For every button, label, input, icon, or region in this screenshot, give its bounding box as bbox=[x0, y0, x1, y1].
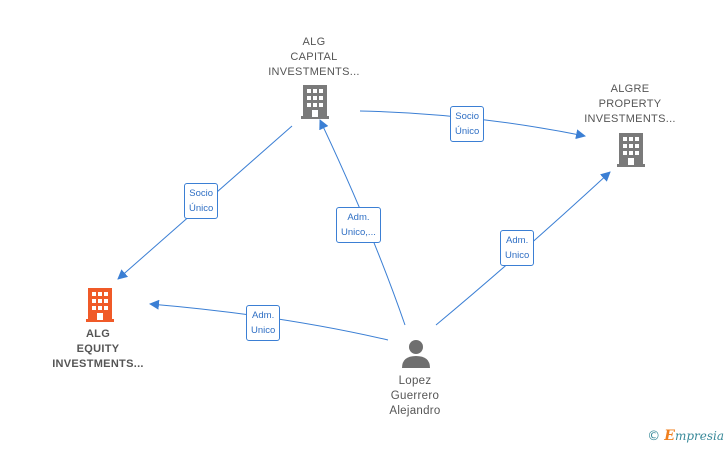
alg-capital-building-icon[interactable] bbox=[301, 85, 329, 119]
edge-label-line: Único bbox=[189, 203, 214, 214]
edge-label-line: Socio bbox=[455, 111, 480, 122]
edge-label-capital-to-property[interactable]: Socio Único bbox=[450, 106, 485, 142]
alg-equity-label[interactable]: ALG EQUITY INVESTMENTS... bbox=[38, 327, 158, 372]
alg-capital-label-line: CAPITAL bbox=[290, 51, 338, 63]
edge-label-line: Único bbox=[455, 126, 480, 137]
algre-property-label-line: PROPERTY bbox=[598, 98, 662, 110]
alg-capital-label[interactable]: ALG CAPITAL INVESTMENTS... bbox=[254, 35, 374, 80]
alg-equity-label-line: EQUITY bbox=[76, 343, 120, 355]
algre-property-label-line: ALGRE bbox=[610, 83, 650, 95]
person-icon[interactable] bbox=[401, 338, 431, 368]
edge-label-capital-to-equity[interactable]: Socio Único bbox=[184, 183, 219, 219]
algre-property-building-icon[interactable] bbox=[617, 133, 645, 167]
alg-equity-label-line: ALG bbox=[85, 328, 111, 340]
algre-property-label-line: INVESTMENTS... bbox=[584, 113, 676, 125]
edge-label-person-to-property[interactable]: Adm. Unico bbox=[500, 230, 535, 266]
edge-label-line: Adm. bbox=[252, 310, 275, 321]
alg-equity-building-icon[interactable] bbox=[86, 288, 114, 322]
edge-label-line: Adm. bbox=[347, 212, 370, 223]
person-label-line: Alejandro bbox=[389, 405, 441, 417]
person-label-line: Guerrero bbox=[390, 390, 440, 402]
edge-label-line: Unico,... bbox=[341, 227, 376, 238]
edge-label-person-to-equity[interactable]: Adm. Unico bbox=[246, 305, 281, 341]
edge-label-line: Socio bbox=[189, 188, 214, 199]
empresia-watermark: ©Empresia bbox=[647, 428, 724, 444]
brand-initial: E bbox=[664, 428, 675, 444]
person-label[interactable]: Lopez Guerrero Alejandro bbox=[355, 374, 475, 419]
brand-name: mpresia bbox=[674, 429, 724, 443]
edge-label-line: Unico bbox=[251, 325, 276, 336]
copyright-symbol: © bbox=[647, 429, 661, 444]
alg-equity-label-line: INVESTMENTS... bbox=[52, 358, 144, 370]
edge-label-line: Adm. bbox=[506, 235, 529, 246]
edge-label-person-to-capital[interactable]: Adm. Unico,... bbox=[336, 207, 381, 243]
alg-capital-label-line: INVESTMENTS... bbox=[268, 66, 360, 78]
alg-capital-label-line: ALG bbox=[302, 36, 326, 48]
edge-label-line: Unico bbox=[505, 250, 530, 261]
person-label-line: Lopez bbox=[398, 375, 432, 387]
algre-property-label[interactable]: ALGRE PROPERTY INVESTMENTS... bbox=[570, 82, 690, 127]
